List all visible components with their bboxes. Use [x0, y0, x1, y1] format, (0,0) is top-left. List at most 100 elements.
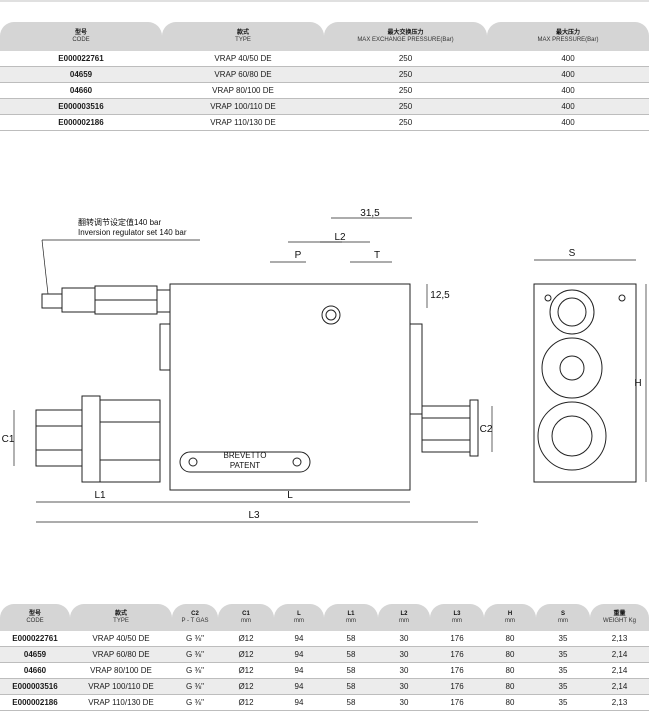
cell-l3: 176: [430, 678, 484, 695]
cell-type: VRAP 40/50 DE: [162, 51, 324, 67]
cell-weight: 2,14: [590, 646, 649, 663]
cell-l2: 30: [378, 694, 430, 711]
side-bolt-2: [618, 294, 626, 302]
cell-c1: Ø12: [218, 631, 274, 647]
right-fitting: [421, 405, 471, 453]
side-hex-bottom: [537, 401, 607, 471]
cell-s: 35: [536, 662, 590, 679]
cell-c2: G ⅜": [172, 646, 218, 663]
center-port-inner: [325, 309, 337, 321]
patent-slot: [179, 451, 311, 473]
cell-c2: G ⅜": [172, 631, 218, 647]
regulator-screw: [41, 293, 63, 309]
dim-label-s: S: [569, 248, 576, 259]
cell-max: 400: [487, 82, 649, 99]
lower-fitting-nut: [81, 395, 101, 483]
cell-l3: 176: [430, 662, 484, 679]
table-row: 04660 VRAP 80/100 DE 250 400: [0, 82, 649, 99]
dim-label-l: L: [287, 490, 293, 501]
valve-body: [169, 283, 411, 491]
cell-code: 04660: [0, 82, 162, 99]
dim-label-l1: L1: [94, 490, 106, 501]
cell-c2: G ⅜": [172, 662, 218, 679]
cell-l3: 176: [430, 631, 484, 647]
cell-l2: 30: [378, 662, 430, 679]
body-left-boss: [159, 323, 171, 371]
cell-exchange: 250: [324, 82, 487, 99]
dim-label-12-5: 12,5: [430, 290, 450, 301]
cell-l1: 58: [324, 678, 378, 695]
regulator-collar: [156, 289, 171, 313]
cell-l1: 58: [324, 631, 378, 647]
cell-code: E000003516: [0, 678, 70, 695]
cell-max: 400: [487, 66, 649, 83]
patent-label-1: BREVETTO: [224, 451, 267, 460]
patent-label-2: PATENT: [230, 461, 260, 470]
cell-c1: Ø12: [218, 646, 274, 663]
cell-exchange: 250: [324, 51, 487, 67]
cell-c1: Ø12: [218, 678, 274, 695]
cell-type: VRAP 60/80 DE: [162, 66, 324, 83]
dim-label-l2: L2: [334, 232, 346, 243]
valve-technical-drawing: 31,5 L2 P T 12,5 S H C1 C2 L1 L L3 翻转调节设…: [2, 208, 647, 523]
cell-c1: Ø12: [218, 662, 274, 679]
note-cn: 翻转调节设定值140 bar: [78, 217, 161, 227]
cell-code: 04660: [0, 662, 70, 679]
cell-c2: G ⅜": [172, 678, 218, 695]
dim-label-t: T: [374, 250, 380, 261]
slot-end-right: [292, 457, 302, 467]
cell-s: 35: [536, 694, 590, 711]
cell-l3: 176: [430, 694, 484, 711]
cell-h: 80: [484, 646, 536, 663]
dim-label-c1: C1: [2, 434, 15, 445]
cell-weight: 2,14: [590, 678, 649, 695]
cell-type: VRAP 110/130 DE: [70, 694, 172, 711]
center-port: [321, 305, 341, 325]
cell-type: VRAP 60/80 DE: [70, 646, 172, 663]
slot-end-left: [188, 457, 198, 467]
table-row: 04659 VRAP 60/80 DE 250 400: [0, 66, 649, 83]
cell-weight: 2,13: [590, 631, 649, 647]
top-rule: [0, 0, 649, 2]
cell-l1: 58: [324, 694, 378, 711]
side-hex-top-inner: [557, 297, 587, 327]
cell-l: 94: [274, 678, 324, 695]
cell-exchange: 250: [324, 114, 487, 131]
cell-type: VRAP 100/110 DE: [162, 98, 324, 115]
cell-weight: 2,14: [590, 662, 649, 679]
note-leader-arrow: [41, 239, 49, 295]
dim-label-p: P: [295, 250, 302, 261]
dim-label-h: H: [634, 378, 641, 389]
cell-type: VRAP 40/50 DE: [70, 631, 172, 647]
cell-type: VRAP 110/130 DE: [162, 114, 324, 131]
cell-exchange: 250: [324, 98, 487, 115]
cell-l: 94: [274, 631, 324, 647]
cell-code: E000022761: [0, 631, 70, 647]
cell-weight: 2,13: [590, 694, 649, 711]
table-row: E000003516 VRAP 100/110 DE 250 400: [0, 98, 649, 115]
cell-h: 80: [484, 662, 536, 679]
lower-fitting-hex: [99, 399, 161, 483]
cell-type: VRAP 100/110 DE: [70, 678, 172, 695]
dim-label-31-5: 31,5: [360, 208, 380, 219]
lower-fitting-cap: [35, 409, 83, 467]
cell-h: 80: [484, 694, 536, 711]
